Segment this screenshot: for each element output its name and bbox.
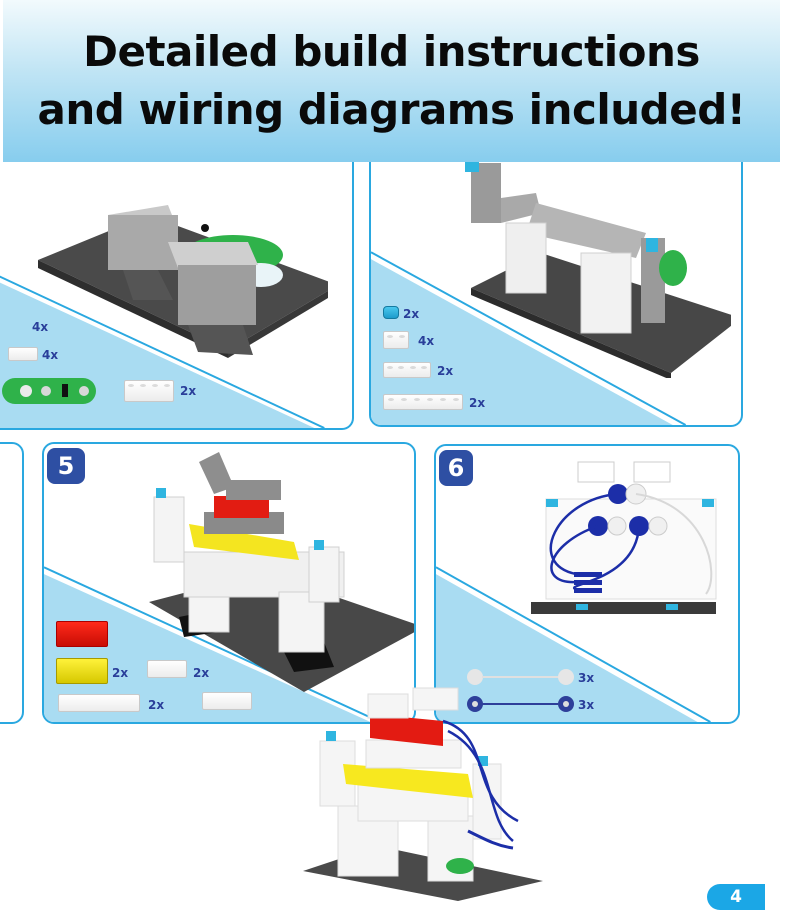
headline-banner: Detailed build instructions and wiring d… <box>3 0 780 162</box>
qty-label: 2x <box>403 307 420 321</box>
part-white-brick-1x4-b <box>202 692 252 710</box>
step-panel-5: 5 2x 2x 2x <box>42 442 416 724</box>
step-panel-2: 4x 4x 2x <box>0 140 354 430</box>
qty-label: 2x <box>469 396 486 410</box>
qty-label: 4x <box>418 334 435 348</box>
step-5-illustration <box>149 452 414 692</box>
step-number-badge: 6 <box>439 450 473 486</box>
headline-line-2: and wiring diagrams included! <box>37 85 746 134</box>
qty-label: 3x <box>578 698 595 712</box>
step-2-illustration <box>38 205 328 358</box>
parts-area-background <box>44 566 381 722</box>
part-green-switch-board <box>2 378 96 404</box>
qty-label: 2x <box>112 666 129 680</box>
qty-label: 4x <box>42 348 59 362</box>
parts-area-background <box>371 251 687 425</box>
qty-label: 3x <box>578 671 595 685</box>
step-3-illustration <box>465 158 731 378</box>
step-6-wiring-diagram <box>531 461 717 614</box>
part-red-brick-2x4 <box>56 621 108 647</box>
step-panel-3: 3 2x 4x 2x 2x <box>369 140 743 427</box>
headline-line-1: Detailed build instructions <box>83 27 700 76</box>
part-white-brick-1x4 <box>147 660 187 678</box>
final-model-illustration <box>303 687 543 901</box>
qty-label: 2x <box>148 698 165 712</box>
part-white-brick-1x2 <box>383 331 409 349</box>
part-yellow-brick-2x4 <box>56 658 108 684</box>
step-panel-6: 6 3x 3x <box>434 444 740 724</box>
part-white-brick-2x2 <box>8 347 38 361</box>
part-blue-snap-cable <box>467 696 574 712</box>
part-white-brick-1x6 <box>383 394 463 410</box>
parts-area-background <box>436 566 711 722</box>
part-white-brick-2x4 <box>124 380 174 402</box>
qty-label: 2x <box>193 666 210 680</box>
qty-label: 2x <box>437 364 454 378</box>
page-number-badge: 4 <box>707 884 765 910</box>
part-white-snap-cable <box>467 669 574 685</box>
step-number-badge: 5 <box>47 448 85 484</box>
part-white-brick-1x4 <box>383 362 431 378</box>
qty-label: 2x <box>180 384 197 398</box>
step-panel-4-edge <box>0 442 24 724</box>
part-blue-round-stud <box>383 306 399 319</box>
part-white-brick-1x6 <box>58 694 140 712</box>
qty-label: 4x <box>32 320 49 334</box>
